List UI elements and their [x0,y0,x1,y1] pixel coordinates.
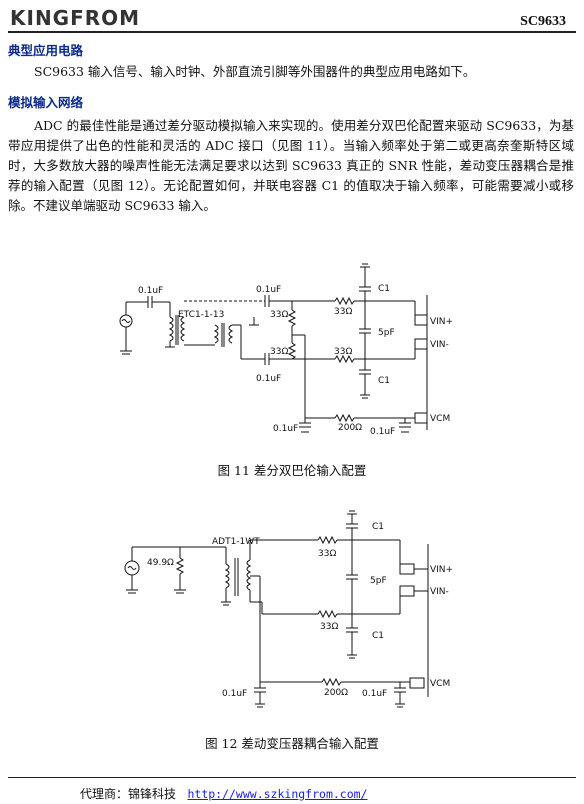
figure-12-caption: 图 12 差动变压器耦合输入配置 [205,736,379,751]
fig12-cap-left-label: 0.1uF [222,689,247,699]
model-number: SC9633 [520,14,566,29]
section-title-analog: 模拟输入网络 [8,95,84,110]
fig11-balun-label: ETC1-1-13 [178,310,224,320]
section-title-typical: 典型应用电路 [8,43,84,58]
fig12-r-top-label: 33Ω [318,549,336,559]
fig12-r-vcm-label: 200Ω [324,688,348,698]
fig12-r-bot-label: 33Ω [320,622,338,632]
fig12-vcm-label: VCM [430,679,450,689]
brand-logo: KINGFROM [10,6,141,30]
paragraph-typical: SC9633 输入信号、输入时钟、外部直流引脚等外围器件的典型应用电路如下。 [34,64,476,79]
fig11-cap-vcm-right-label: 0.1uF [370,427,395,437]
figure-11-caption: 图 11 差分双巴伦输入配置 [217,463,367,478]
fig11-vin-m-label: VIN- [430,340,449,350]
fig11-c1-bot-label: C1 [378,376,390,386]
fig11-r-top-label: 33Ω [334,307,352,317]
fig12-r-src-label: 49.9Ω [147,558,174,568]
fig11-r-vcm-label: 200Ω [338,423,362,433]
fig12-cap-right-label: 0.1uF [362,689,387,699]
fig11-cap-in-label: 0.1uF [138,286,163,296]
page-footer: 代理商：锦锋科技 http://www.szkingfrom.com/ [80,785,367,802]
website-link[interactable]: http://www.szkingfrom.com/ [187,787,368,801]
fig12-c1-bot-label: C1 [372,631,384,641]
fig12-vin-m-label: VIN- [430,587,449,597]
fig11-vcm-label: VCM [430,414,450,424]
fig12-c-mid-label: 5pF [370,576,387,586]
fig12-c1-top-label: C1 [372,522,384,532]
fig11-r-bot-shunt-label: 33Ω [270,347,288,357]
fig11-c-mid-label: 5pF [378,328,395,338]
fig11-cap-bot-label: 0.1uF [256,374,281,384]
fig11-cap-vcm-left-label: 0.1uF [273,424,298,434]
paragraph-analog: ADC 的最佳性能是通过差分驱动模拟输入来实现的。使用差分双巴伦配置来驱动 SC… [8,118,574,213]
figure-11-schematic: 0.1uF ETC1-1-13 0.1uF 0.1uF 33Ω 33Ω 33Ω … [119,263,453,437]
fig12-vin-p-label: VIN+ [430,565,453,575]
fig11-vin-p-label: VIN+ [430,317,453,327]
fig12-xfmr-label: ADT1-1WT [212,537,260,547]
fig11-r-bot-label: 33Ω [334,347,352,357]
header-divider [8,31,576,33]
fig11-cap-top-label: 0.1uF [256,285,281,295]
fig11-c1-top-label: C1 [378,284,390,294]
page-header: KINGFROM SC9633 [0,0,584,40]
fig11-r-top-shunt-label: 33Ω [270,310,288,320]
figure-12-schematic: 49.9Ω ADT1-1WT 33Ω 33Ω C1 5pF C1 VIN+ VI… [124,510,453,708]
agent-label: 代理商：锦锋科技 [80,787,177,801]
footer-divider [8,777,576,778]
